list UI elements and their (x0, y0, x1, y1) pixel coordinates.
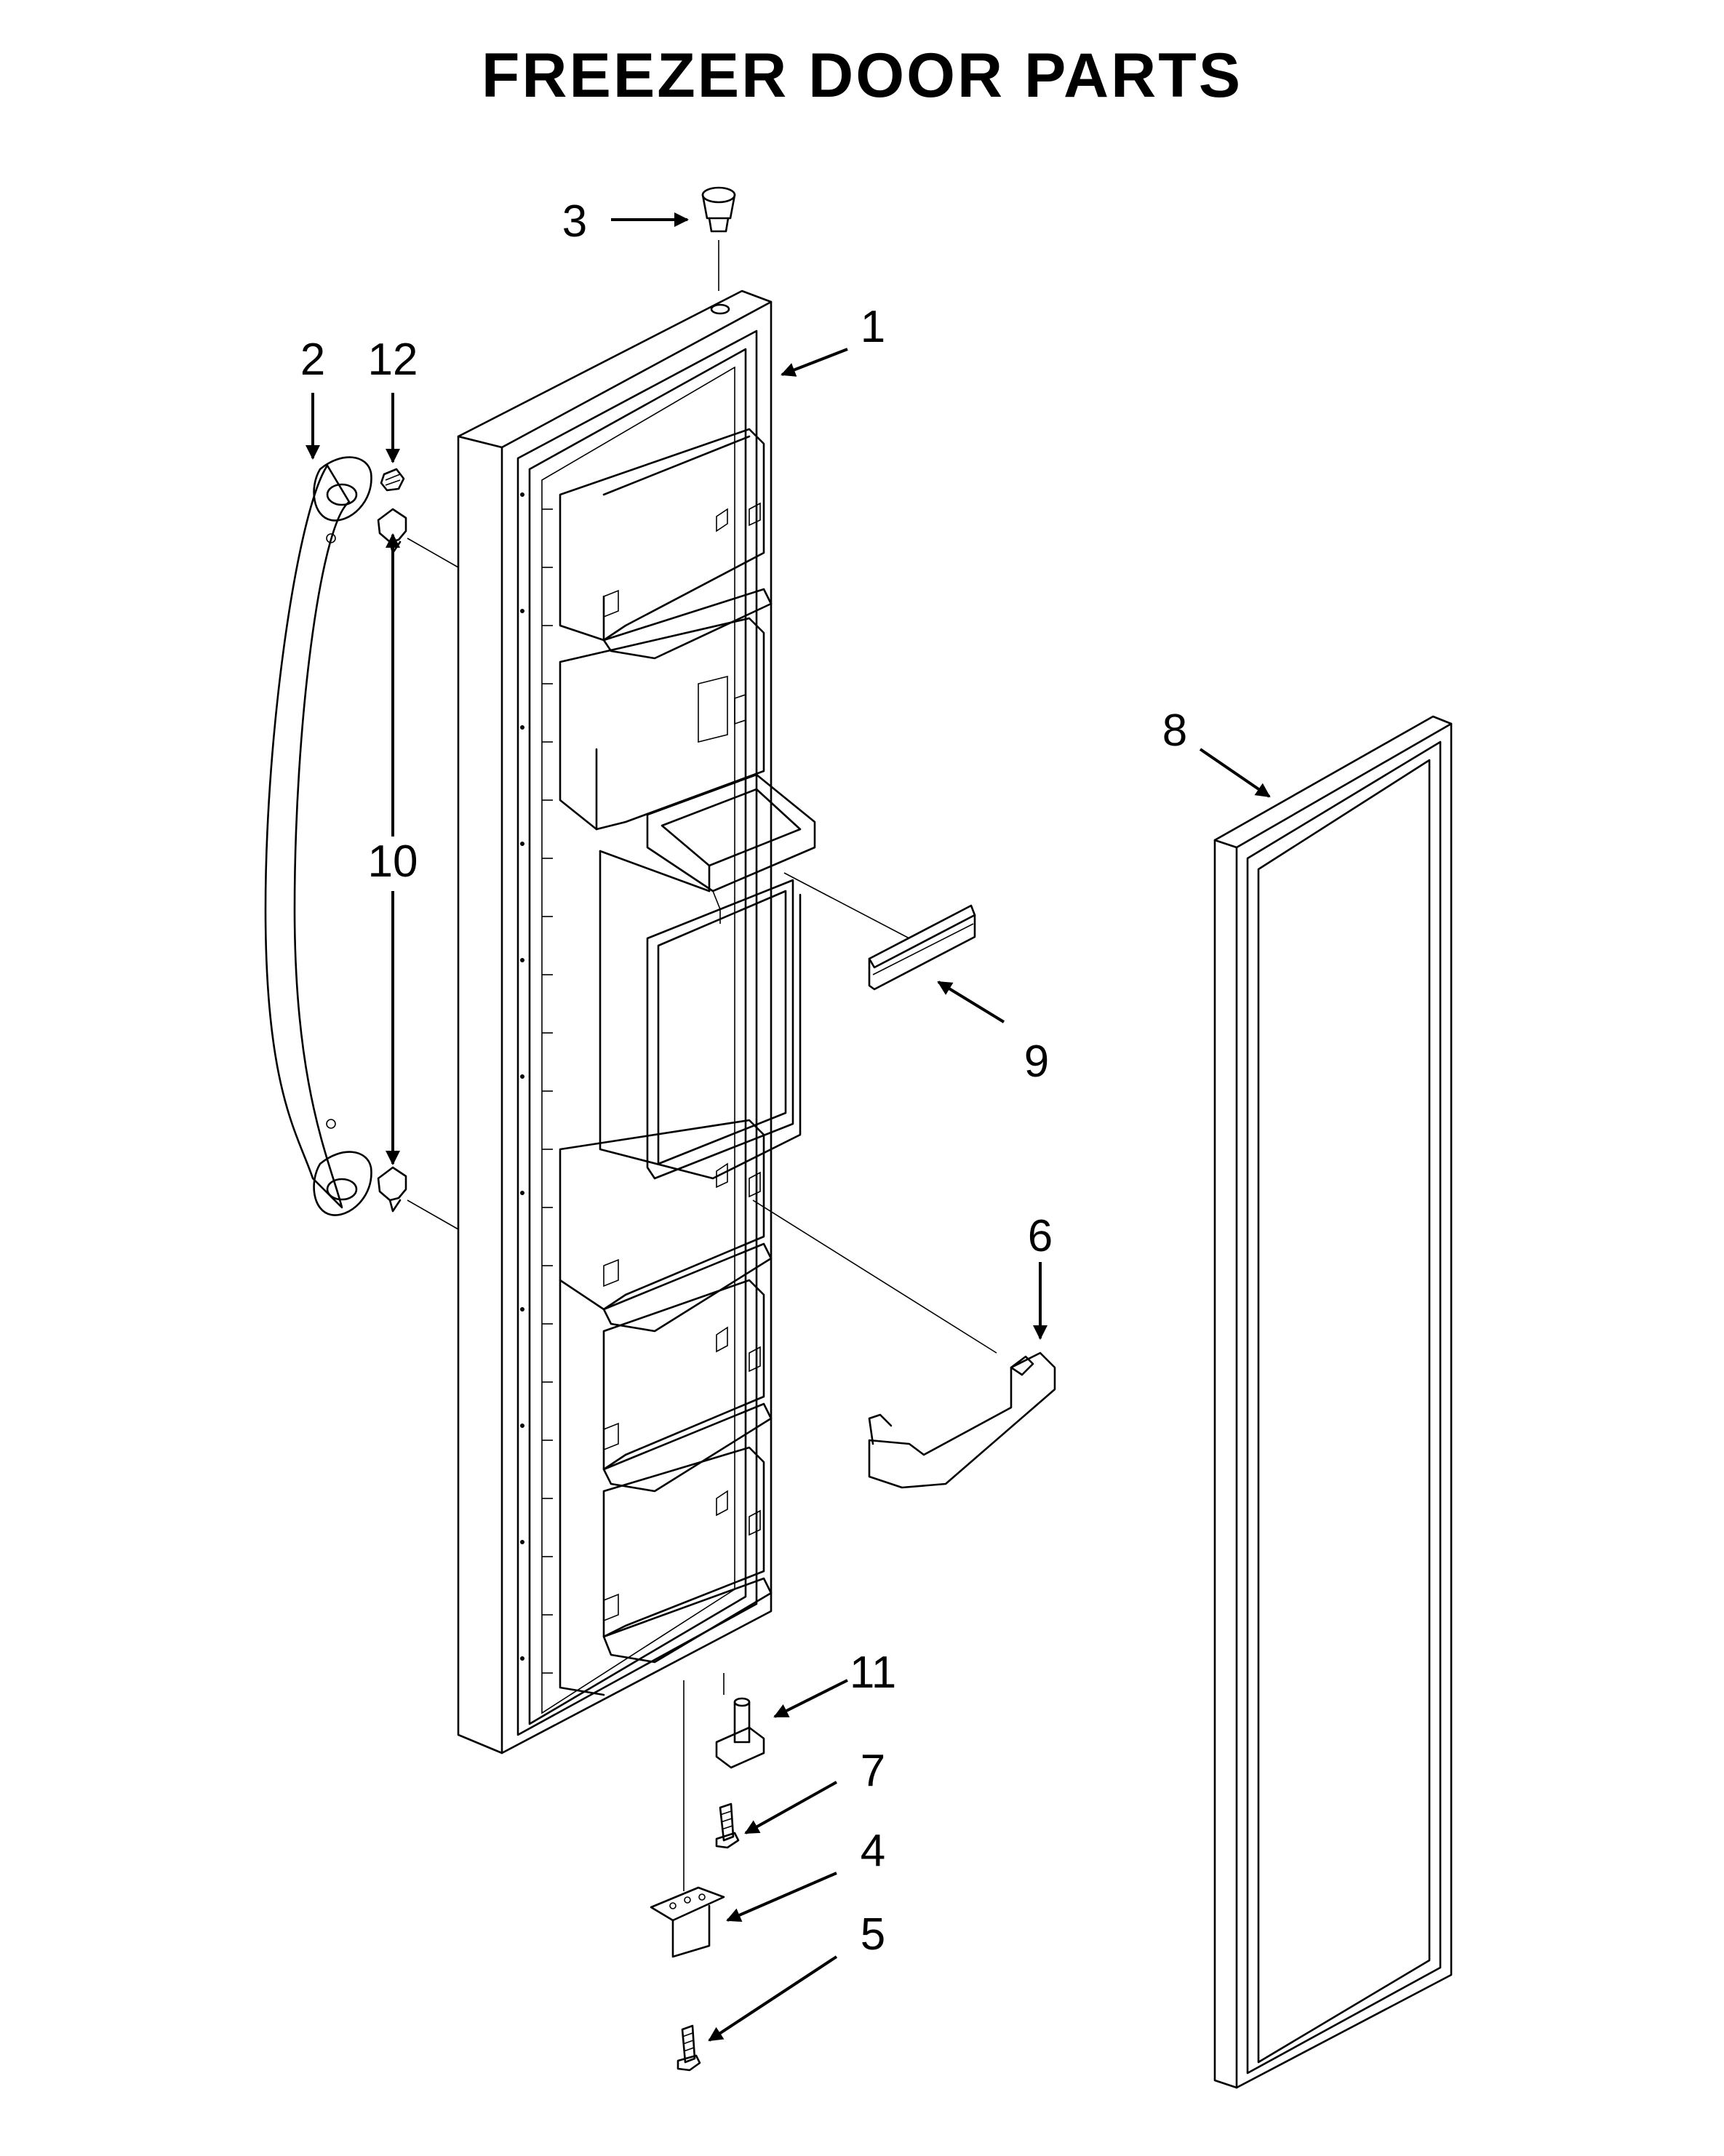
handle-set-screw (380, 468, 405, 492)
callout-3: 3 (562, 196, 587, 247)
door-gasket (1213, 715, 1453, 2089)
callout-9: 9 (1024, 1037, 1049, 1087)
callout-6: 6 (1028, 1211, 1053, 1261)
callout-10: 10 (368, 837, 418, 887)
hinge-pin (715, 1673, 765, 1769)
callout-8: 8 (1162, 706, 1187, 756)
door-bin (752, 1199, 1056, 1489)
callout-labels: 3 1 2 12 10 8 9 6 11 7 4 5 (300, 196, 1187, 1960)
bottom-hinge (650, 1680, 725, 1958)
freezer-door (457, 290, 816, 1754)
callout-5: 5 (861, 1909, 885, 1960)
callout-7: 7 (861, 1746, 885, 1796)
callout-arrows (306, 212, 1271, 2042)
callout-11: 11 (850, 1648, 896, 1698)
callout-4: 4 (861, 1826, 885, 1876)
page-title: FREEZER DOOR PARTS (481, 41, 1243, 111)
callout-1: 1 (861, 302, 885, 352)
door-handle (264, 456, 372, 1216)
top-hinge-bushing (701, 186, 736, 291)
hinge-screw (677, 2024, 701, 2072)
hinge-pin-screw (715, 1802, 740, 1849)
callout-12: 12 (368, 335, 418, 385)
callout-2: 2 (300, 335, 325, 385)
dispenser-trim (783, 872, 976, 991)
